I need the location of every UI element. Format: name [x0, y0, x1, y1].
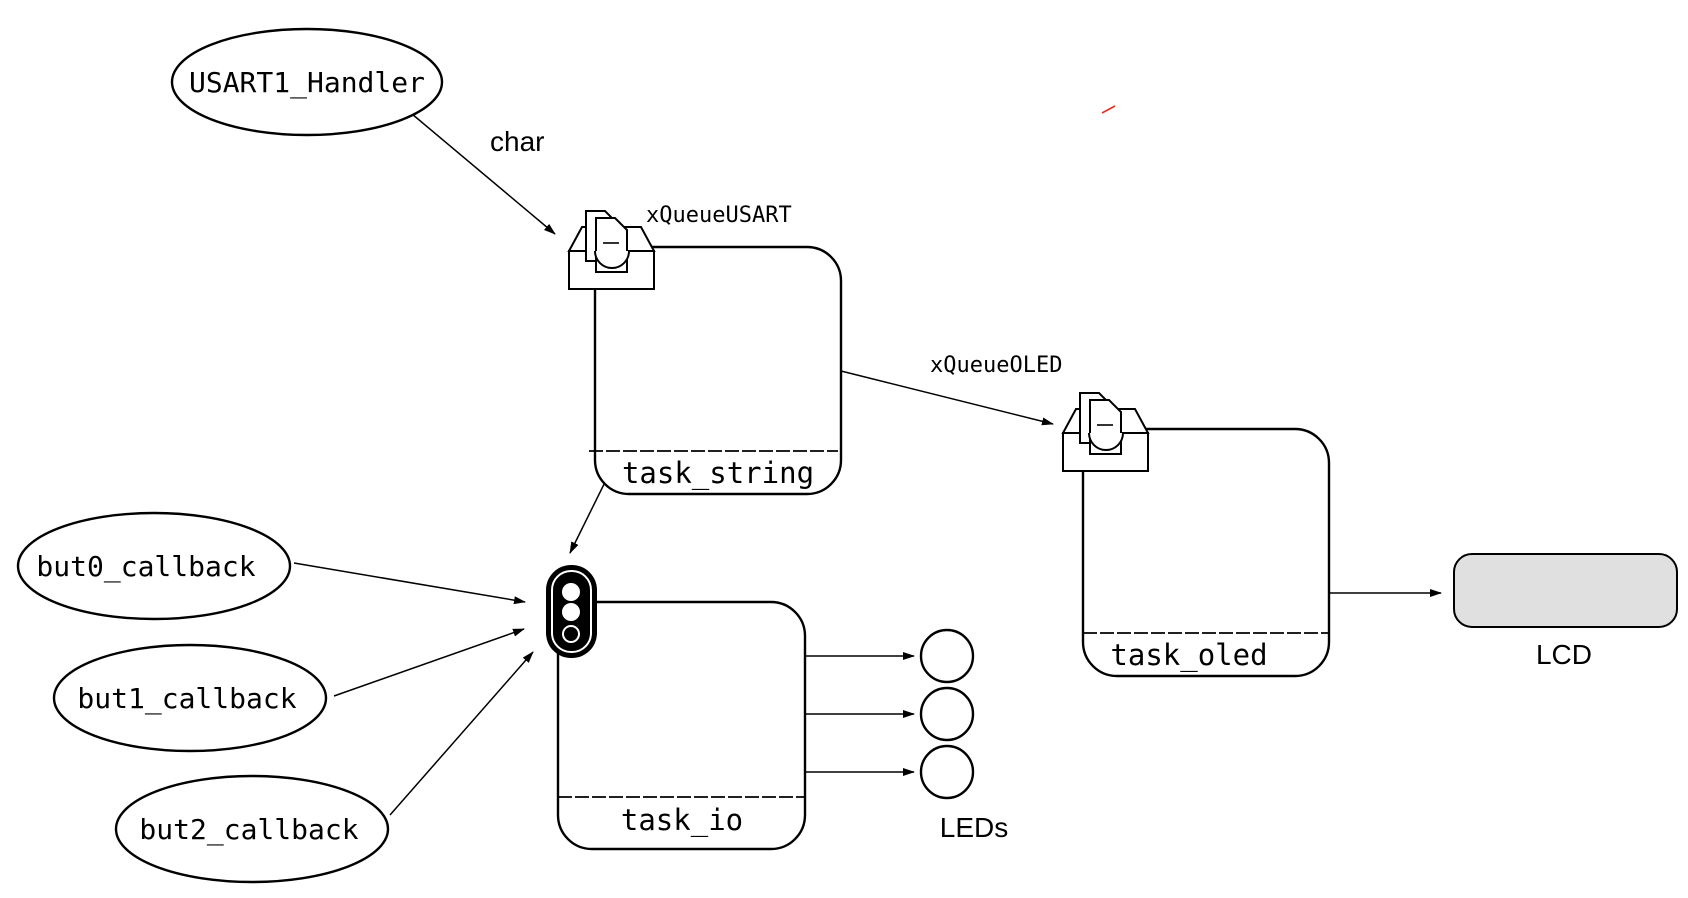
char-label: char — [490, 126, 544, 157]
task-oled-label: task_oled — [1110, 638, 1267, 673]
queue-oled-label: xQueueOLED — [930, 353, 1062, 378]
led-3 — [919, 744, 975, 800]
string-to-oled-queue-arrow — [828, 367, 1054, 426]
but2-to-semaphore-arrow — [389, 651, 534, 816]
task-string-label: task_string — [622, 456, 814, 491]
isr-usart1-handler-label: USART1_Handler — [189, 66, 425, 100]
isr-but0-callback-label: but0_callback — [36, 550, 255, 584]
leds-label: LEDs — [940, 812, 1008, 843]
isr-but1-callback-label: but1_callback — [77, 682, 296, 716]
isr-usart1-handler[interactable]: USART1_Handler — [170, 27, 444, 137]
isr-but0-callback[interactable]: but0_callback — [16, 511, 292, 621]
task-oled[interactable]: task_oled — [1081, 427, 1331, 678]
stray-mark — [1101, 105, 1116, 114]
isr-but1-callback[interactable]: but1_callback — [52, 643, 328, 753]
but0-to-semaphore-arrow — [293, 562, 526, 605]
lcd-display: LCD — [1453, 553, 1678, 670]
semaphore-icon — [546, 565, 597, 658]
lcd-screen — [1453, 553, 1678, 628]
queue-oled-icon — [1061, 392, 1150, 472]
led-2 — [919, 686, 975, 742]
isr-but2-callback-label: but2_callback — [139, 813, 358, 847]
task-string[interactable]: task_string — [589, 245, 843, 496]
lcd-label: LCD — [1536, 639, 1592, 670]
usart-to-queue-arrow — [411, 113, 556, 235]
isr-but2-callback[interactable]: but2_callback — [114, 774, 390, 884]
task-io-label: task_io — [621, 803, 743, 838]
but1-to-semaphore-arrow — [333, 628, 525, 697]
queue-usart-icon — [567, 210, 656, 290]
leds-group: LEDs — [919, 628, 1008, 843]
queue-usart-label: xQueueUSART — [646, 203, 792, 228]
led-1 — [919, 628, 975, 684]
task-io[interactable]: task_io — [556, 600, 807, 851]
